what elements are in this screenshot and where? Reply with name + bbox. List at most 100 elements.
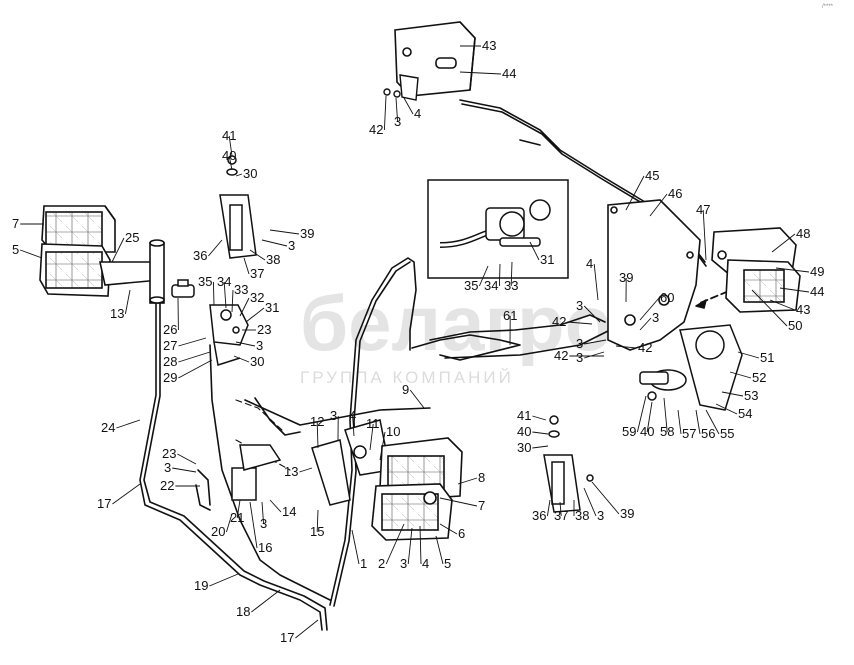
leader-line: [111, 237, 125, 263]
callout-label: 6: [458, 526, 465, 541]
callout-label: 44: [502, 66, 516, 81]
callout-label: 42: [369, 122, 383, 137]
callout-label: 50: [788, 318, 802, 333]
leader-line: [395, 97, 399, 123]
callout-label: 39: [619, 270, 633, 285]
callout-label: 5: [12, 242, 19, 257]
callout-label: 7: [478, 498, 485, 513]
callout-label: 27: [163, 338, 177, 353]
callout-label: 26: [163, 322, 177, 337]
watermark-brand: белагро: [300, 279, 612, 367]
leader-line: [769, 299, 796, 311]
callout-label: 30: [243, 166, 257, 181]
leader-line: [498, 263, 501, 287]
leader-line: [409, 389, 425, 409]
callout-label: 57: [682, 426, 696, 441]
callout-label: 4: [414, 106, 421, 121]
callout-label: 3: [652, 310, 659, 325]
leader-line: [510, 261, 513, 287]
leader-line: [532, 445, 549, 449]
leader-line: [228, 155, 233, 171]
callout-label: 10: [386, 424, 400, 439]
leader-line: [178, 359, 213, 379]
callout-label: 59: [622, 424, 636, 439]
leader-line: [231, 289, 234, 313]
leader-line: [435, 535, 444, 565]
left-work-lamp-upper: [41, 205, 116, 253]
callout-label: 28: [163, 354, 177, 369]
callout-label: 44: [810, 284, 824, 299]
leader-line: [351, 529, 360, 565]
callout-label: 13: [110, 306, 124, 321]
leader-line: [245, 307, 265, 323]
callout-label: 30: [250, 354, 264, 369]
leader-line: [615, 345, 638, 349]
callout-label: 42: [554, 348, 568, 363]
callout-label: 40: [222, 148, 236, 163]
leader-line: [567, 321, 593, 325]
callout-label: 13: [284, 464, 298, 479]
callout-label: 15: [310, 524, 324, 539]
callout-label: 20: [211, 524, 225, 539]
callout-label: 3: [288, 238, 295, 253]
callout-label: 33: [234, 282, 248, 297]
leader-line: [771, 233, 796, 253]
leader-line: [457, 477, 478, 485]
callout-label: 54: [738, 406, 752, 421]
leader-line: [702, 209, 707, 261]
callout-label: 3: [260, 516, 267, 531]
leader-line: [369, 423, 374, 451]
callout-label: 25: [125, 230, 139, 245]
leader-line: [583, 305, 601, 323]
leader-line: [663, 397, 668, 433]
callout-label: 23: [257, 322, 271, 337]
callout-label: 3: [394, 114, 401, 129]
callout-label: 36: [532, 508, 546, 523]
leader-line: [695, 409, 701, 435]
leader-line: [559, 501, 562, 517]
page-marker: /****: [822, 4, 834, 10]
callout-label: 9: [402, 382, 409, 397]
callout-label: 4: [349, 408, 356, 423]
callout-label: 3: [400, 556, 407, 571]
relay-block: [231, 444, 282, 501]
callout-label: 56: [701, 426, 715, 441]
callout-label: 48: [796, 226, 810, 241]
callout-label: 1: [360, 556, 367, 571]
leader-line: [172, 467, 197, 473]
leader-line: [721, 391, 744, 397]
leader-line: [532, 431, 549, 435]
callout-label: 33: [504, 278, 518, 293]
leader-line: [546, 499, 551, 517]
leader-line: [295, 619, 319, 639]
leader-line: [352, 415, 355, 437]
callout-label: 17: [280, 630, 294, 645]
callout-label: 40: [640, 424, 654, 439]
mirror-bracket-lower: [543, 415, 594, 513]
leader-line: [439, 497, 478, 507]
callout-label: 40: [517, 424, 531, 439]
callout-label: 16: [258, 540, 272, 555]
callout-label: 3: [256, 338, 263, 353]
callout-label: 58: [660, 424, 674, 439]
callout-label: 52: [752, 370, 766, 385]
callout-label: 21: [230, 510, 244, 525]
leader-line: [228, 135, 233, 157]
leader-line: [715, 403, 738, 415]
callout-label: 4: [422, 556, 429, 571]
leader-line: [591, 481, 620, 515]
callout-label: 42: [552, 314, 566, 329]
leader-line: [729, 371, 752, 379]
callout-label: 12: [310, 414, 324, 429]
leader-line: [251, 589, 281, 613]
leader-line: [459, 71, 502, 75]
callout-label: 22: [160, 478, 174, 493]
callout-label: 14: [282, 504, 296, 519]
leader-line: [705, 409, 720, 435]
callout-label: 55: [720, 426, 734, 441]
callout-label: 3: [576, 336, 583, 351]
callout-label: 35: [198, 274, 212, 289]
callout-label: 7: [12, 216, 19, 231]
leader-line: [269, 499, 282, 513]
